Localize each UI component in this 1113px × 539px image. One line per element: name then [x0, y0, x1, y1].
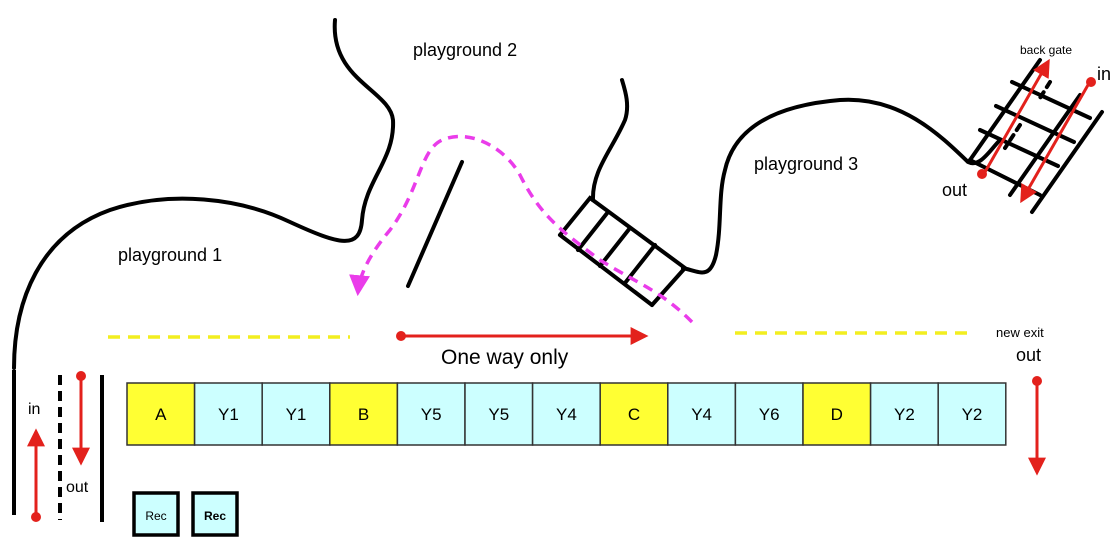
bay-cell: B	[329, 382, 399, 446]
walking-path	[349, 134, 694, 324]
bay-row: A Y1 Y1 B Y5 Y5 Y4 C Y4 Y6 D Y2 Y2	[126, 382, 1007, 446]
boundary-playground-1	[12, 18, 396, 370]
new-exit-dot	[1032, 376, 1042, 386]
back-gate-in-dot	[1086, 77, 1096, 87]
rec-label: Rec	[145, 509, 166, 523]
bay-cell: Y1	[261, 382, 331, 446]
middle-gate	[558, 195, 688, 307]
bay-label: Y2	[962, 405, 983, 424]
back-gate-grid	[968, 58, 1104, 214]
bay-label: A	[155, 405, 167, 424]
boundary-playground-3	[590, 78, 1002, 275]
bay-cell: A	[126, 382, 196, 446]
rec-box: Rec	[132, 491, 180, 537]
bay-cell: D	[802, 382, 872, 446]
bay-label: D	[831, 405, 843, 424]
bay-label: Y2	[894, 405, 915, 424]
rec-row: Rec Rec	[132, 491, 239, 537]
label-left-out: out	[66, 479, 89, 496]
rec-box: Rec	[191, 491, 239, 537]
label-back-gate-out: out	[942, 180, 967, 200]
label-back-gate: back gate	[1020, 43, 1072, 57]
label-new-exit-out: out	[1016, 345, 1041, 365]
label-one-way: One way only	[441, 346, 569, 369]
label-new-exit: new exit	[996, 325, 1044, 340]
bay-label: Y5	[488, 405, 509, 424]
bay-cell: Y2	[937, 382, 1007, 446]
bay-label: Y1	[286, 405, 307, 424]
bay-cell: Y4	[531, 382, 601, 446]
bay-label: Y5	[421, 405, 442, 424]
label-back-gate-in: in	[1097, 64, 1111, 84]
label-playground-3: playground 3	[754, 154, 858, 174]
bay-label: Y1	[218, 405, 239, 424]
one-way-start-dot	[396, 331, 406, 341]
bay-label: B	[358, 405, 369, 424]
bay-cell: Y6	[734, 382, 804, 446]
bay-cell: C	[599, 382, 669, 446]
bay-cell: Y1	[193, 382, 263, 446]
bay-cell: Y2	[869, 382, 939, 446]
divider-line	[406, 160, 464, 288]
bay-cell: Y5	[464, 382, 534, 446]
bay-cell: Y5	[396, 382, 466, 446]
label-playground-1: playground 1	[118, 245, 222, 265]
left-entrance	[12, 370, 104, 522]
label-playground-2: playground 2	[413, 40, 517, 60]
bay-label: Y6	[759, 405, 780, 424]
bay-label: C	[628, 405, 640, 424]
bay-label: Y4	[556, 405, 577, 424]
bay-cell: Y4	[667, 382, 737, 446]
rec-label: Rec	[204, 509, 226, 523]
back-gate-arrows	[983, 58, 1090, 204]
label-left-in: in	[28, 401, 40, 418]
bay-label: Y4	[691, 405, 712, 424]
back-gate-out-dot	[977, 169, 987, 179]
